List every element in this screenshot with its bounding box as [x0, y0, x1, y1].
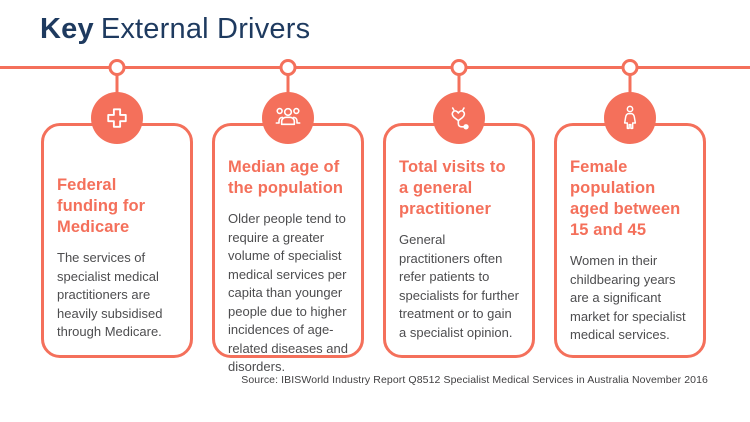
people-group-icon: [272, 102, 304, 134]
driver-column-federal-funding: Federal funding for Medicare The service…: [41, 59, 193, 358]
driver-column-gp-visits: Total visits to a general practitioner G…: [383, 59, 535, 358]
card-body: General practitioners often refer patien…: [399, 232, 519, 340]
card-body: The services of specialist medical pract…: [57, 250, 163, 339]
timeline-node: [450, 59, 468, 76]
connector-stem: [628, 74, 632, 99]
driver-icon-circle: [262, 92, 314, 144]
card-body: Older people tend to require a greater v…: [228, 211, 348, 374]
driver-icon-circle: [433, 92, 485, 144]
driver-column-median-age: Median age of the population Older peopl…: [212, 59, 364, 374]
card-title: Federal funding for Medicare: [57, 176, 146, 236]
page-title-rest: External Drivers: [100, 13, 311, 45]
connector-stem: [457, 74, 461, 99]
connector-stem: [115, 74, 119, 99]
timeline-line: [0, 66, 750, 69]
driver-icon-circle: [91, 92, 143, 144]
driver-card: Federal funding for Medicare The service…: [41, 123, 193, 358]
card-title: Median age of the population: [228, 158, 344, 197]
stethoscope-icon: [443, 102, 475, 134]
medical-cross-icon: [102, 103, 132, 133]
timeline-node: [279, 59, 297, 76]
connector-stem: [286, 74, 290, 99]
female-figure-icon: [614, 102, 646, 134]
source-note: Source: IBISWorld Industry Report Q8512 …: [241, 374, 708, 386]
driver-column-female-population: Female population aged between 15 and 45…: [554, 59, 706, 358]
page-title-bold: Key: [40, 13, 94, 45]
timeline-node: [108, 59, 126, 76]
driver-cards-row: Federal funding for Medicare The service…: [41, 59, 706, 374]
driver-card: Median age of the population Older peopl…: [212, 123, 364, 374]
card-title: Female population aged between 15 and 45: [570, 158, 681, 239]
timeline-node: [621, 59, 639, 76]
card-body: Women in their childbearing years are a …: [570, 253, 686, 342]
driver-icon-circle: [604, 92, 656, 144]
driver-card: Total visits to a general practitioner G…: [383, 123, 535, 358]
driver-card: Female population aged between 15 and 45…: [554, 123, 706, 358]
card-title: Total visits to a general practitioner: [399, 158, 506, 218]
